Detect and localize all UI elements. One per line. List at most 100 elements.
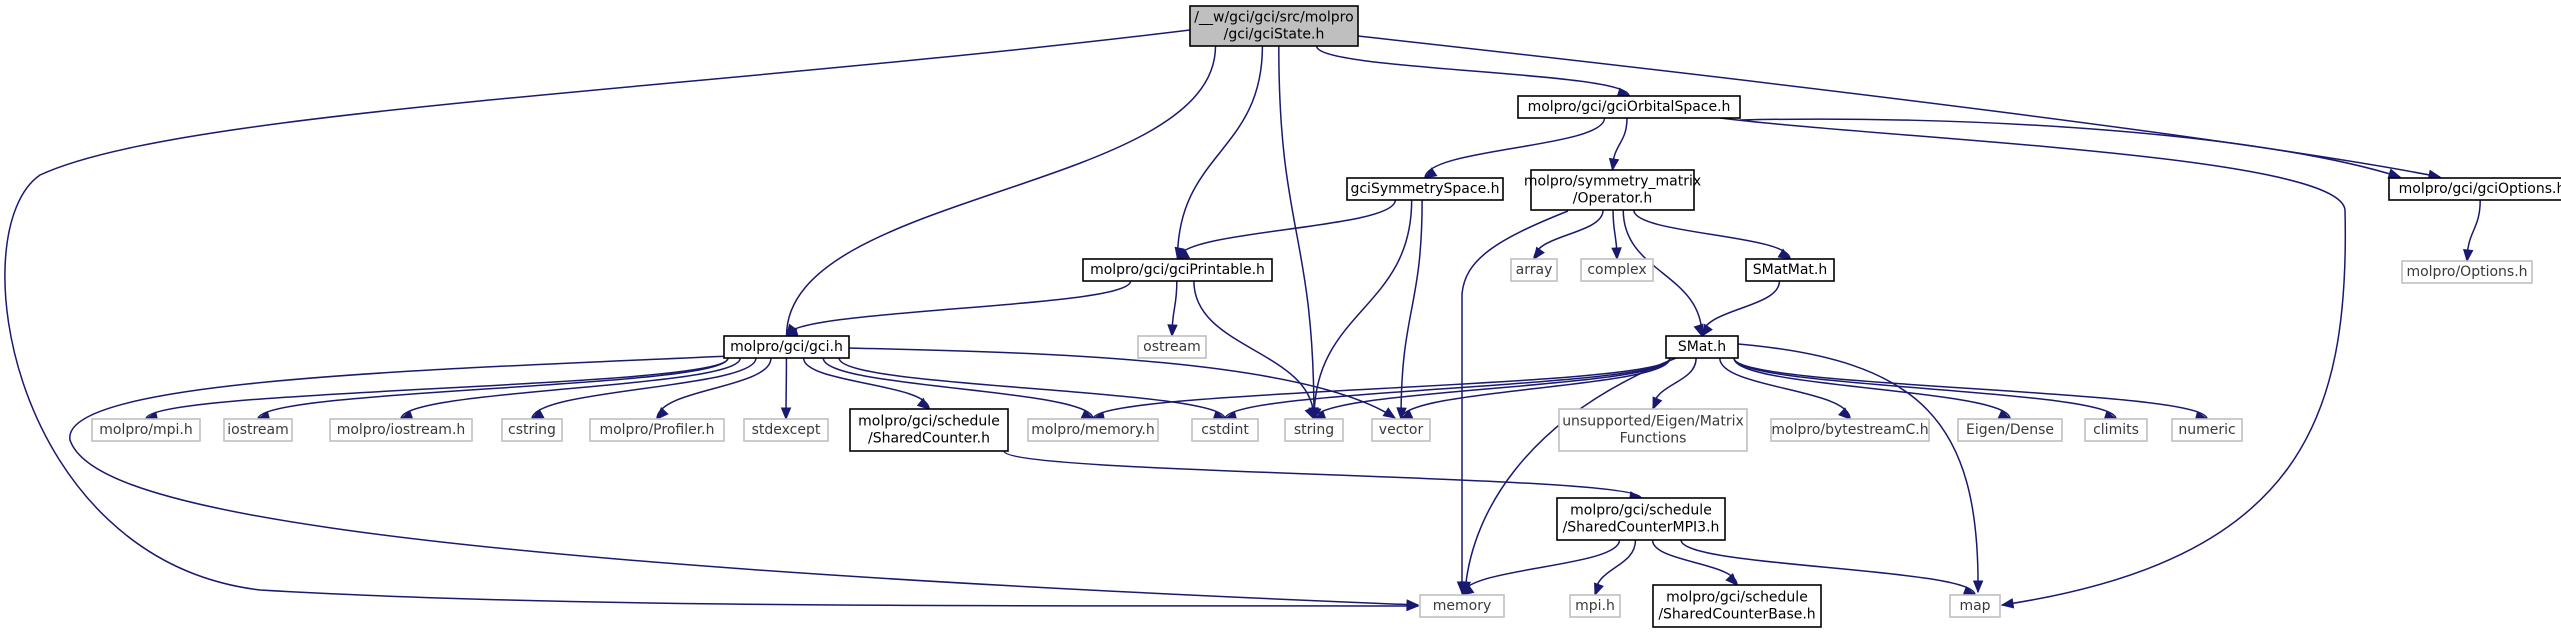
node-label: molpro/Options.h — [2406, 264, 2527, 280]
node-complex: complex — [1580, 258, 1654, 282]
node-box — [1082, 258, 1273, 282]
node-box — [1770, 418, 1930, 442]
node-mpi: molpro/mpi.h — [91, 418, 201, 442]
edge-gci-to-vector — [848, 347, 1397, 419]
edge-line — [1313, 199, 1413, 420]
edge-arrowhead — [1167, 324, 1178, 338]
node-label: molpro/memory.h — [1031, 422, 1155, 438]
node-box — [849, 408, 1009, 452]
node-vector: vector — [1371, 418, 1431, 442]
node-smat[interactable]: SMat.h — [1665, 335, 1739, 359]
edge-gci-to-stdexcept — [780, 357, 792, 421]
node-sharedcounterbase[interactable]: molpro/gci/schedule/SharedCounterBase.h — [1652, 584, 1822, 628]
node-box — [1949, 594, 2001, 618]
node-box — [1652, 584, 1822, 628]
node-box — [1957, 418, 2063, 442]
node-box — [589, 418, 725, 442]
node-label: molpro/gci/gciPrintable.h — [1090, 262, 1265, 278]
edge-line — [1092, 357, 1671, 420]
edge-line — [1733, 357, 2208, 420]
edge-line — [531, 357, 757, 420]
node-mpi-h: mpi.h — [1569, 594, 1621, 618]
node-sharedcounter[interactable]: molpro/gci/schedule/SharedCounter.h — [849, 408, 1009, 452]
edge-orbitalspace-to-map — [1719, 117, 2347, 609]
node-box — [1419, 594, 1505, 618]
node-label: SMat.h — [1678, 339, 1726, 355]
edge-line — [1733, 357, 2117, 420]
node-label: gciSymmetrySpace.h — [1350, 181, 1499, 197]
node-molpro-iostream: molpro/iostream.h — [329, 418, 473, 442]
node-label: molpro/mpi.h — [99, 422, 192, 438]
node-printable[interactable]: molpro/gci/gciPrintable.h — [1082, 258, 1273, 282]
node-map: map — [1949, 594, 2001, 618]
edge-arrowhead — [1406, 599, 1420, 610]
edge-arrowhead — [780, 407, 792, 421]
edge-arrowhead — [1611, 247, 1622, 261]
node-smatmat[interactable]: SMatMat.h — [1745, 258, 1835, 282]
edge-arrowhead — [1423, 167, 1438, 179]
node-box — [1556, 497, 1726, 541]
edge-line — [1651, 539, 1738, 586]
node-label: /SharedCounterBase.h — [1658, 607, 1815, 623]
edge-gcistate-to-printable — [1174, 45, 1264, 261]
edge-line — [1278, 45, 1315, 420]
edge-line — [1680, 539, 1976, 596]
node-box — [1517, 95, 1741, 119]
node-box — [1137, 335, 1207, 359]
node-label: /Operator.h — [1573, 191, 1652, 207]
edge-line — [1461, 210, 1569, 593]
edge-arrowhead — [1777, 248, 1792, 260]
edge-arrowhead — [2387, 168, 2402, 179]
edge-operator-to-smatmat — [1633, 209, 1792, 260]
node-options[interactable]: molpro/gci/gciOptions.h — [2388, 177, 2561, 201]
edge-line — [1424, 117, 1606, 179]
node-sharedcountermpi3[interactable]: molpro/gci/schedule/SharedCounterMPI3.h — [1556, 497, 1726, 541]
node-options-sys: molpro/Options.h — [2401, 260, 2533, 284]
node-box — [1580, 258, 1654, 282]
edge-arrowhead — [1304, 406, 1315, 421]
edge-gcistate-to-gci — [785, 45, 1217, 338]
edge-sharedcountermpi3-to-sharedcounterbase — [1651, 539, 1738, 586]
node-array: array — [1510, 258, 1558, 282]
node-stdexcept: stdexcept — [743, 418, 829, 442]
header-nodes: /__w/gci/gci/src/molpro/gci/gciState.hmo… — [91, 5, 2561, 628]
edge-line — [400, 357, 741, 420]
node-box — [1027, 418, 1159, 442]
edge-line — [1739, 118, 2401, 178]
node-label: molpro/gci/gciOptions.h — [2399, 181, 2561, 197]
node-label: unsupported/Eigen/Matrix — [1562, 414, 1744, 430]
edge-smat-to-eigen-matrix — [1652, 357, 1697, 411]
node-cstring: cstring — [501, 418, 563, 442]
edge-operator-to-array — [1533, 209, 1604, 261]
edge-line — [1733, 357, 2011, 420]
node-label: molpro/gci/schedule — [1666, 590, 1808, 606]
node-box — [2171, 418, 2243, 442]
node-gcistate: /__w/gci/gci/src/molpro/gci/gciState.h — [1189, 5, 1359, 47]
node-label: molpro/iostream.h — [337, 422, 466, 438]
node-iostream: iostream — [223, 418, 293, 442]
node-symmetryspace[interactable]: gciSymmetrySpace.h — [1346, 177, 1504, 201]
edge-operator-to-complex — [1611, 209, 1622, 261]
node-box — [1569, 594, 1621, 618]
node-box — [91, 418, 201, 442]
edge-operator-to-smat — [1622, 209, 1704, 338]
edge-line — [1003, 450, 1642, 499]
edge-gcistate-to-memory — [4, 29, 1420, 612]
node-label: molpro/gci/gci.h — [730, 339, 843, 355]
node-label: array — [1516, 262, 1553, 278]
edge-arrowhead — [916, 397, 931, 410]
node-box — [1191, 418, 1259, 442]
node-operator[interactable]: molpro/symmetry_matrix/Operator.h — [1524, 169, 1701, 211]
edge-printable-to-ostream — [1167, 280, 1178, 338]
edge-sharedcounter-to-sharedcountermpi3 — [1003, 450, 1643, 502]
node-label: vector — [1379, 422, 1424, 438]
node-orbitalspace[interactable]: molpro/gci/gciOrbitalSpace.h — [1517, 95, 1741, 119]
edge-gci-to-molpro-iostream — [399, 357, 741, 421]
node-label: complex — [1587, 262, 1646, 278]
node-label: molpro/gci/schedule — [858, 414, 1000, 430]
node-box — [1558, 408, 1748, 452]
edge-line — [1719, 117, 2347, 606]
node-gci[interactable]: molpro/gci/gci.h — [723, 335, 850, 359]
node-cstdint: cstdint — [1191, 418, 1259, 442]
